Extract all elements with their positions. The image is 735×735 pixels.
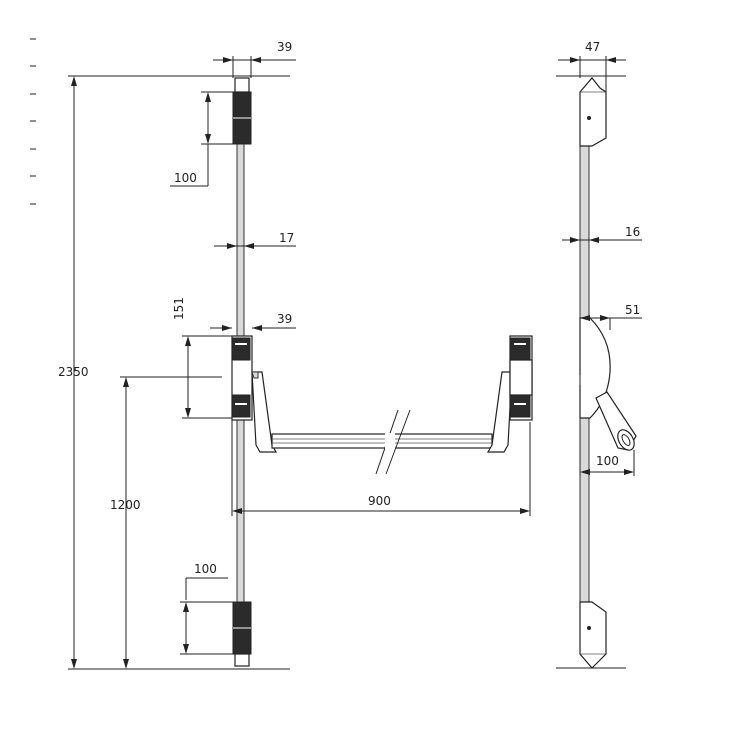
dim-side-handle-projection: 100 [596, 454, 619, 468]
side-top-latch [579, 77, 607, 147]
front-dimensions: 2350 1200 900 39 100 17 [58, 40, 531, 669]
front-center-case [231, 335, 253, 421]
front-push-bar [271, 409, 493, 475]
dim-bottom-latch-height: 100 [194, 562, 217, 576]
dim-center-case-width: 39 [277, 312, 292, 326]
dim-top-latch-width: 39 [277, 40, 292, 54]
front-top-latch [232, 77, 252, 145]
front-view [68, 75, 533, 670]
side-dimensions: 47 16 51 100 [558, 40, 642, 476]
dim-top-latch-height: 100 [174, 171, 197, 185]
side-bottom-latch [579, 601, 607, 669]
dim-bar-width: 900 [368, 494, 391, 508]
front-left-bracket [251, 371, 278, 453]
dim-side-rod-diameter: 16 [625, 225, 640, 239]
side-center-mechanism [579, 317, 637, 451]
dim-handle-height: 1200 [110, 498, 141, 512]
front-right-case [509, 335, 533, 421]
dim-side-top-latch-depth: 47 [585, 40, 600, 54]
front-right-bracket [486, 371, 513, 453]
side-view [556, 75, 637, 669]
dim-side-case-depth: 51 [625, 303, 640, 317]
dim-total-height: 2350 [58, 365, 89, 379]
dim-center-case-height: 151 [172, 297, 186, 320]
front-rod-upper [236, 142, 245, 337]
front-bottom-latch [232, 601, 252, 667]
dim-rod-diameter: 17 [279, 231, 294, 245]
margin-ticks [30, 38, 36, 205]
